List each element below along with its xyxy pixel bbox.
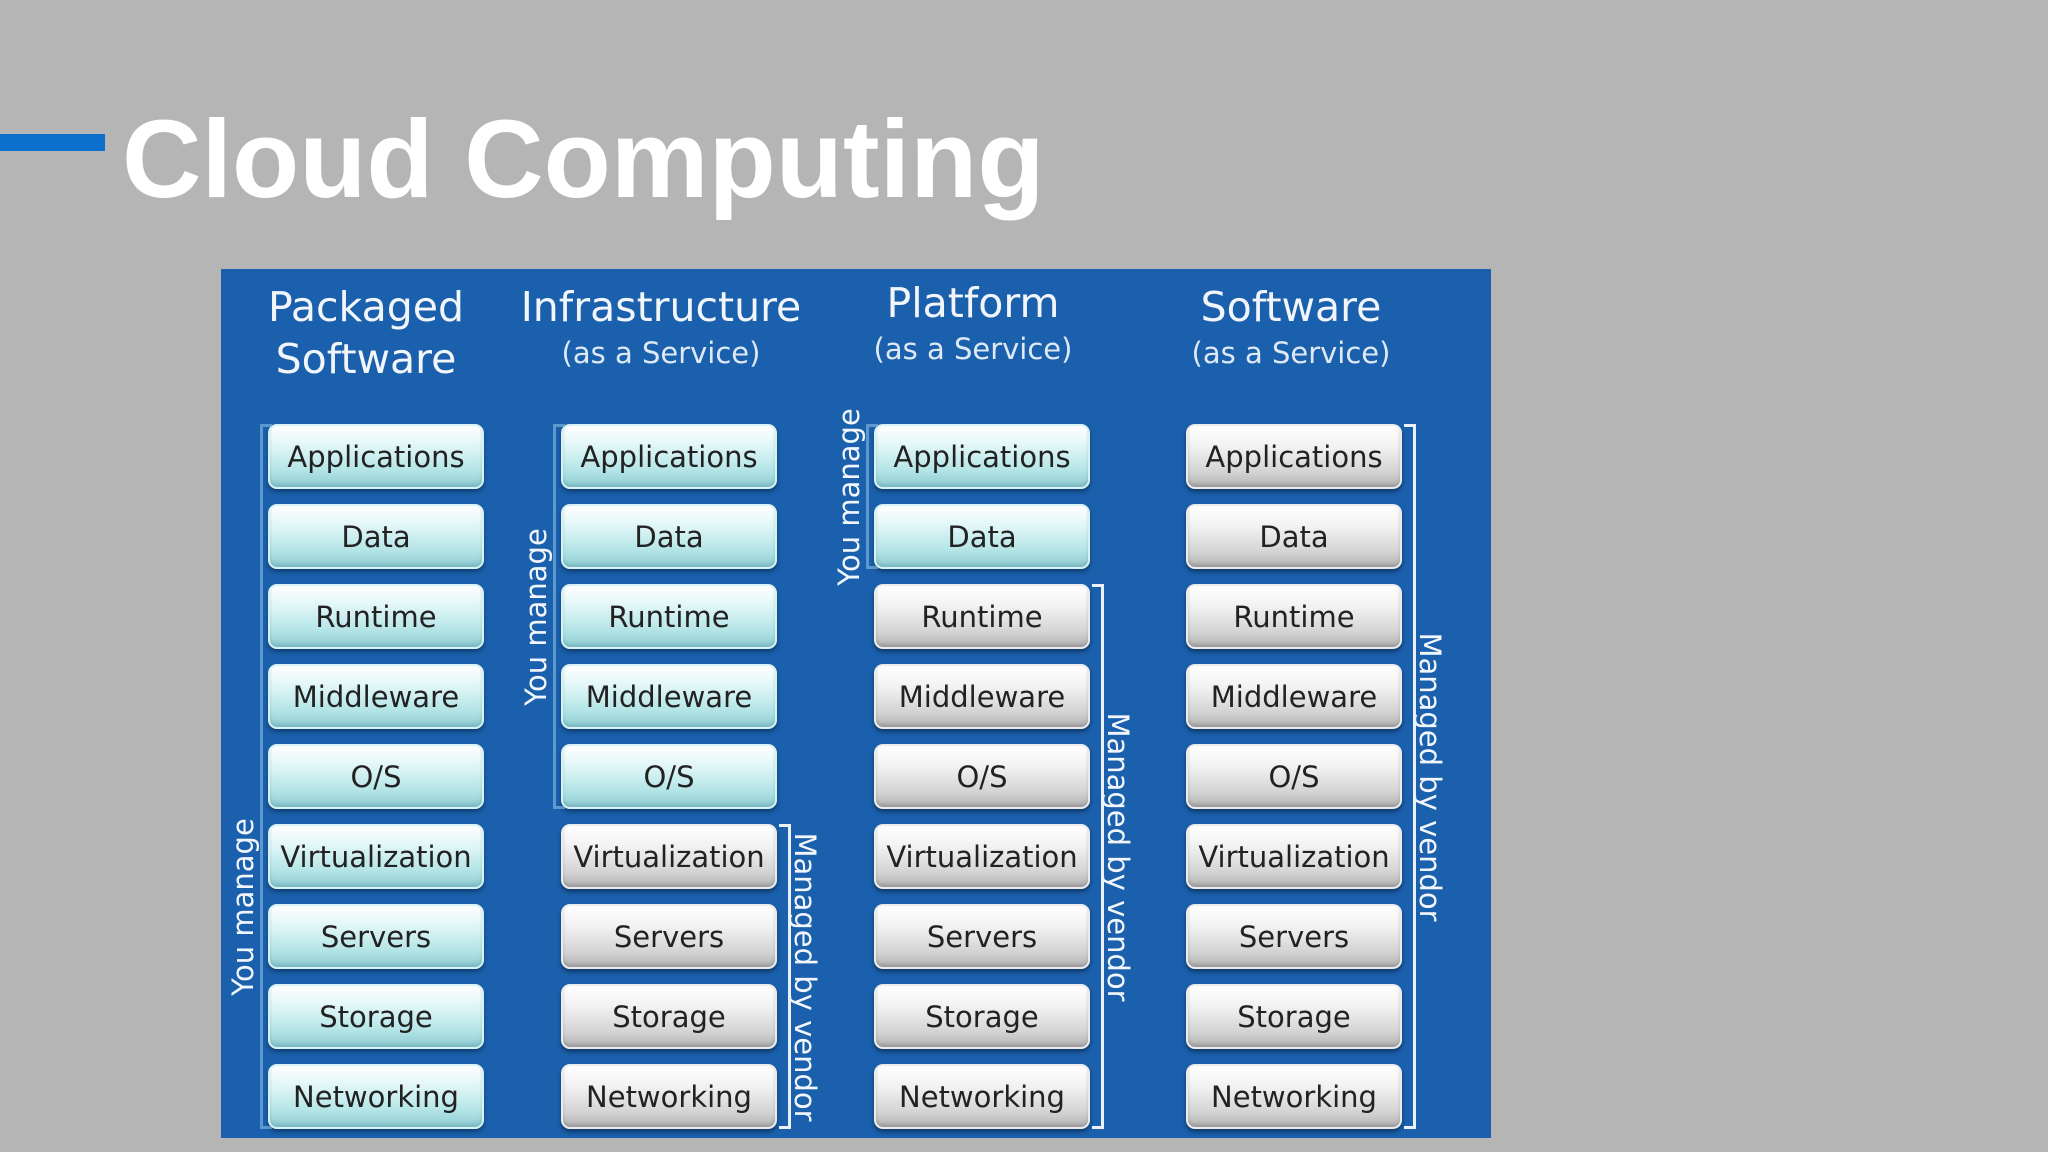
layer-middleware: Middleware [1186,664,1402,729]
layer-networking: Networking [874,1064,1090,1129]
vendor-bracket [1092,584,1104,1129]
layer-o-s: O/S [874,744,1090,809]
layer-storage: Storage [561,984,777,1049]
layer-servers: Servers [268,904,484,969]
column-title: Software [1200,283,1382,331]
layer-middleware: Middleware [561,664,777,729]
layer-storage: Storage [268,984,484,1049]
you-manage-label: You manage [226,817,260,996]
layer-servers: Servers [561,904,777,969]
you-manage-bracket [866,424,878,569]
layer-virtualization: Virtualization [268,824,484,889]
layer-data: Data [268,504,484,569]
layer-applications: Applications [1186,424,1402,489]
layer-networking: Networking [268,1064,484,1129]
managed-by-vendor-label: Managed by vendor [1101,711,1135,1002]
title-accent-bar [0,134,105,151]
you-manage-label: You manage [832,407,866,586]
column-heading: Platform (as a Service) [828,277,1118,369]
layer-data: Data [561,504,777,569]
slide-title: Cloud Computing [122,98,1045,221]
layer-servers: Servers [874,904,1090,969]
managed-by-vendor-label: Managed by vendor [1413,631,1447,922]
column-subtitle: (as a Service) [561,336,761,370]
you-manage-label: You manage [519,527,553,706]
layer-middleware: Middleware [268,664,484,729]
column-title: Infrastructure [520,283,802,331]
column-subtitle: (as a Service) [873,332,1073,366]
you-manage-bracket [553,424,565,809]
column-title: Platform [886,279,1060,327]
layer-networking: Networking [561,1064,777,1129]
layer-applications: Applications [268,424,484,489]
you-manage-bracket [260,424,272,1129]
layer-networking: Networking [1186,1064,1402,1129]
layer-data: Data [1186,504,1402,569]
layer-virtualization: Virtualization [561,824,777,889]
layer-o-s: O/S [268,744,484,809]
layer-middleware: Middleware [874,664,1090,729]
layer-runtime: Runtime [1186,584,1402,649]
column-subtitle: Software [275,335,457,383]
layer-storage: Storage [874,984,1090,1049]
layer-storage: Storage [1186,984,1402,1049]
column-heading: Infrastructure (as a Service) [516,281,806,373]
layer-virtualization: Virtualization [874,824,1090,889]
layer-data: Data [874,504,1090,569]
layer-applications: Applications [561,424,777,489]
column-title: Packaged [268,283,464,331]
managed-by-vendor-label: Managed by vendor [788,831,822,1122]
layer-runtime: Runtime [268,584,484,649]
column-iaas: Infrastructure (as a Service) Applications… [516,269,822,1138]
layer-servers: Servers [1186,904,1402,969]
vendor-bracket [1404,424,1416,1129]
vendor-bracket [779,824,791,1129]
layer-runtime: Runtime [874,584,1090,649]
column-subtitle: (as a Service) [1191,336,1391,370]
layer-o-s: O/S [561,744,777,809]
layer-virtualization: Virtualization [1186,824,1402,889]
layer-applications: Applications [874,424,1090,489]
column-heading: Software (as a Service) [1146,281,1436,373]
layer-runtime: Runtime [561,584,777,649]
layer-o-s: O/S [1186,744,1402,809]
